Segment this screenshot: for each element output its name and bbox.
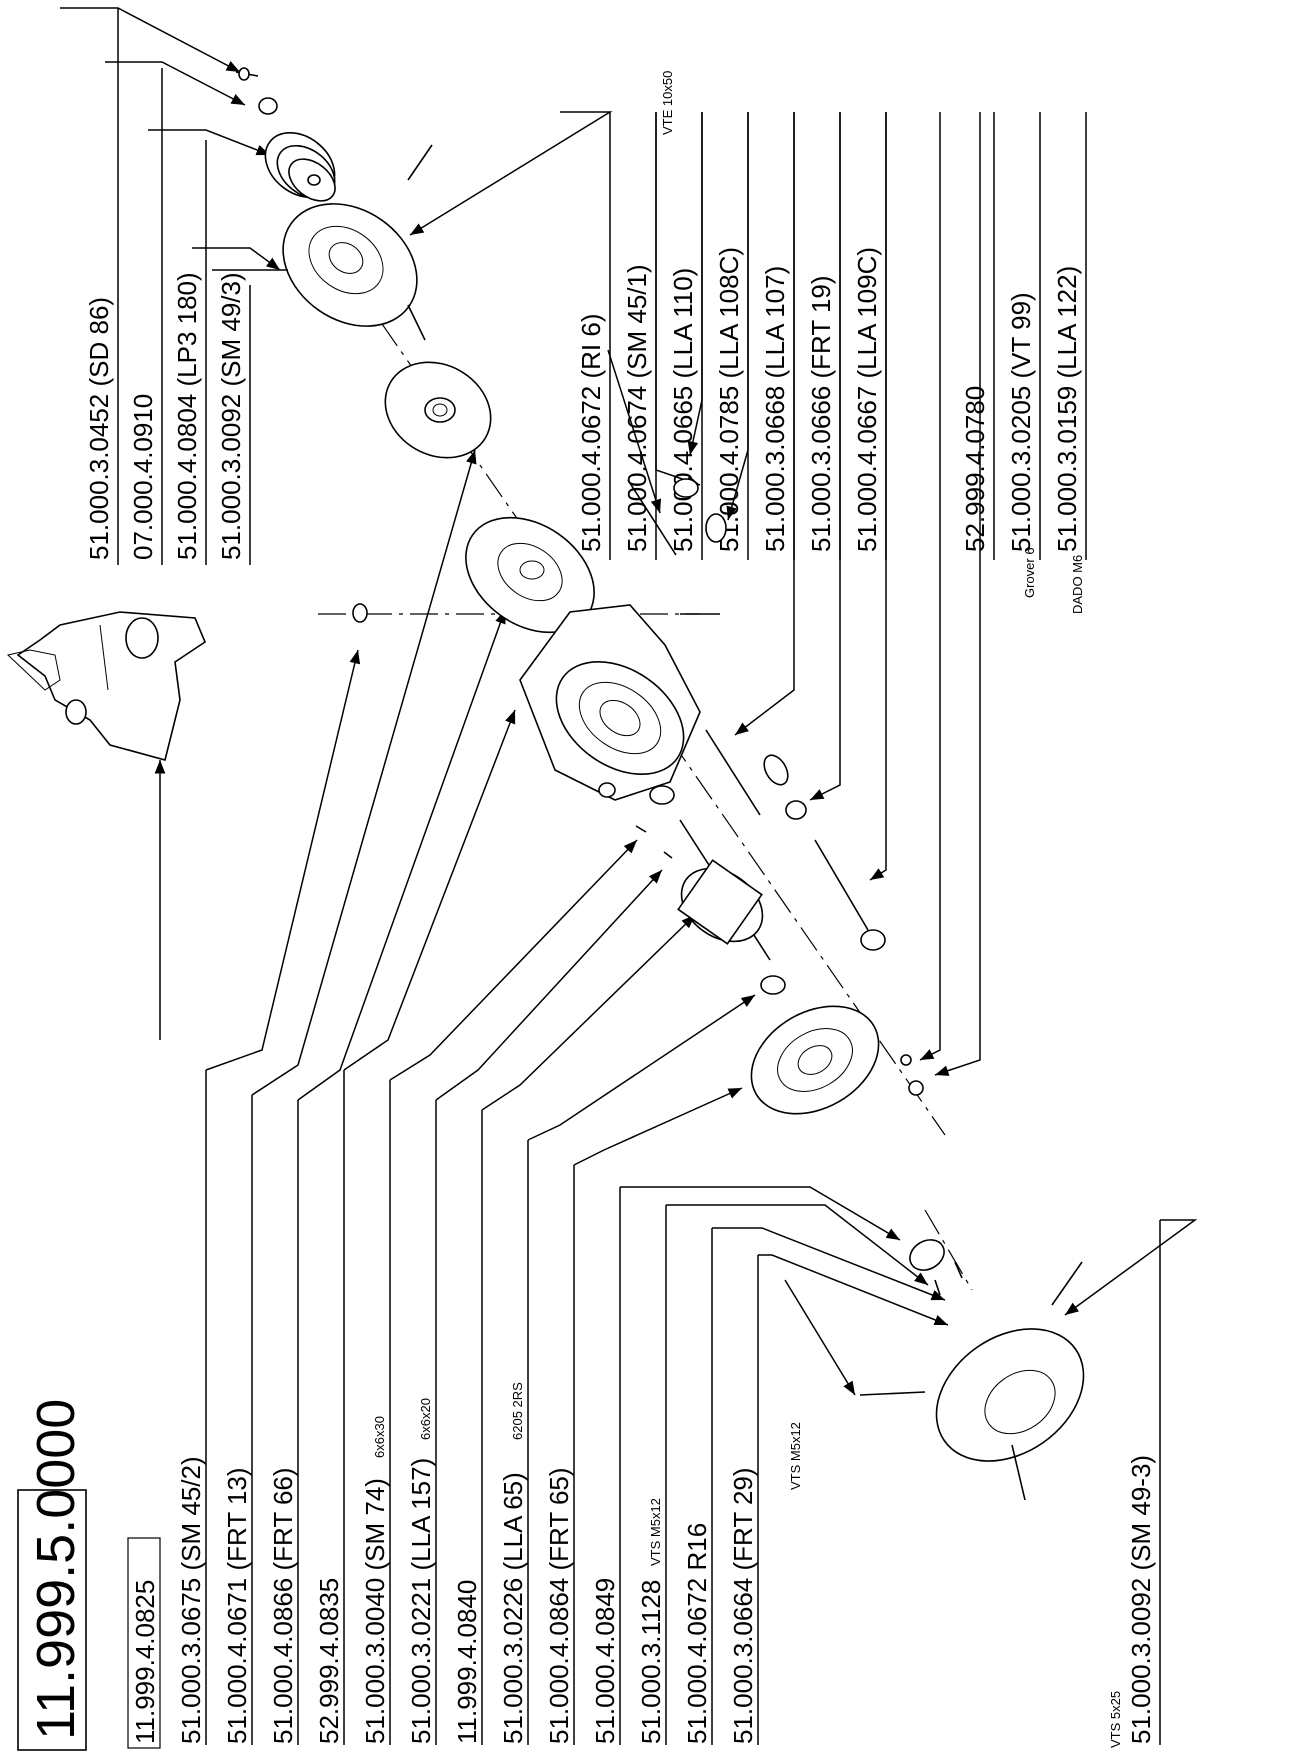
part-label: 51.000.3.0092 (SM 49/3) [216,272,246,560]
grover-washer [900,1054,912,1066]
part-note: 6205 2RS [510,1382,525,1440]
part-label: 07.000.4.0910 [128,394,158,560]
part-note: VTE 10x50 [660,71,675,135]
part-note: VTS M5x12 [788,1422,803,1490]
part-label: 51.000.3.1128 [636,1580,666,1744]
assembly-number-box: 11.999.5.0000 [17,1399,87,1751]
knob-rod [814,839,886,951]
part-note: Grover 6 [1022,547,1037,598]
pulley [264,132,336,202]
part-label: 51.000.4.0672 (RI 6) [576,314,606,553]
part-label: 51.000.3.0221 (LLA 157) [406,1458,436,1744]
part-note: DADO M6 [1070,555,1085,614]
machine-sketch [6,611,206,761]
screw [235,67,259,81]
part-label: 51.000.3.0092 (SM 49-3) [1126,1455,1156,1744]
end-shield-lower [750,1005,880,1115]
rotor [677,819,771,961]
sleeve [627,479,677,556]
bottom-label-column: 11.999.4.0825 51.000.3.0675 (SM 45/2) 51… [127,1382,1156,1749]
cover-plate [909,1239,963,1296]
part-label: 51.000.3.0452 (SD 86) [84,297,114,560]
spring [763,754,789,786]
spring-upper [705,513,727,543]
nut-m6 [908,1080,924,1096]
fan [384,361,492,459]
part-label: 52.999.4.0835 [314,1578,344,1744]
part-label: 51.000.3.0040 (SM 74) [360,1478,390,1744]
part-label: 51.000.3.0205 (VT 99) [1006,292,1036,552]
part-label: 11.999.4.0825 [130,1580,160,1744]
bearing-lower [760,975,786,995]
part-label: 51.000.4.0665 (LLA 110) [668,268,698,552]
leader-lines [60,7,1198,1396]
bearing [649,785,675,805]
part-label: 51.000.4.0667 (LLA 109C) [852,247,882,552]
key [663,851,673,859]
part-label: 51.000.4.0785 (LLA 108C) [714,247,744,552]
part-label: 51.000.3.0664 (FRT 29) [728,1467,758,1744]
top-label-column: 51.000.3.0452 (SD 86) 07.000.4.0910 51.0… [84,71,1085,614]
first-label-frame [127,1537,161,1749]
part-label: 51.000.3.0668 (LLA 107) [760,266,790,552]
assembly-number: 11.999.5.0000 [26,1399,86,1740]
part-label: 51.000.4.0671 (FRT 13) [222,1467,252,1744]
part-label: 52.999.4.0780 [960,386,990,552]
fan-cover-bottom [859,1261,1085,1501]
part-label: 51.000.3.0675 (SM 45/2) [176,1456,206,1744]
part-label: 51.000.4.0672 R16 [682,1523,712,1744]
part-note: 6x6x20 [418,1398,433,1440]
stator-housing [519,604,701,801]
fan-cover [212,144,433,341]
tie-rod [705,729,761,816]
spring-cap [785,800,807,820]
end-shield-upper [465,516,595,634]
part-note: 6x6x30 [372,1416,387,1458]
part-label: 51.000.3.0226 (LLA 65) [498,1472,528,1744]
part-label: 51.000.4.0849 [590,1578,620,1744]
part-note: VTS 5x25 [1108,1691,1123,1748]
nut [352,603,368,623]
washer [258,97,278,115]
part-label: 51.000.4.0866 (FRT 66) [268,1467,298,1744]
part-label: 51.000.4.0804 (LP3 180) [172,272,202,560]
bearing-small [673,478,699,498]
part-label: 51.000.4.0864 (FRT 65) [544,1467,574,1744]
part-note: VTS M5x12 [648,1498,663,1566]
part-label: 11.999.4.0840 [452,1580,482,1744]
part-label: 51.000.3.0666 (FRT 19) [806,275,836,552]
part-label: 51.000.3.0159 (LLA 122) [1052,266,1082,552]
key [635,825,647,833]
